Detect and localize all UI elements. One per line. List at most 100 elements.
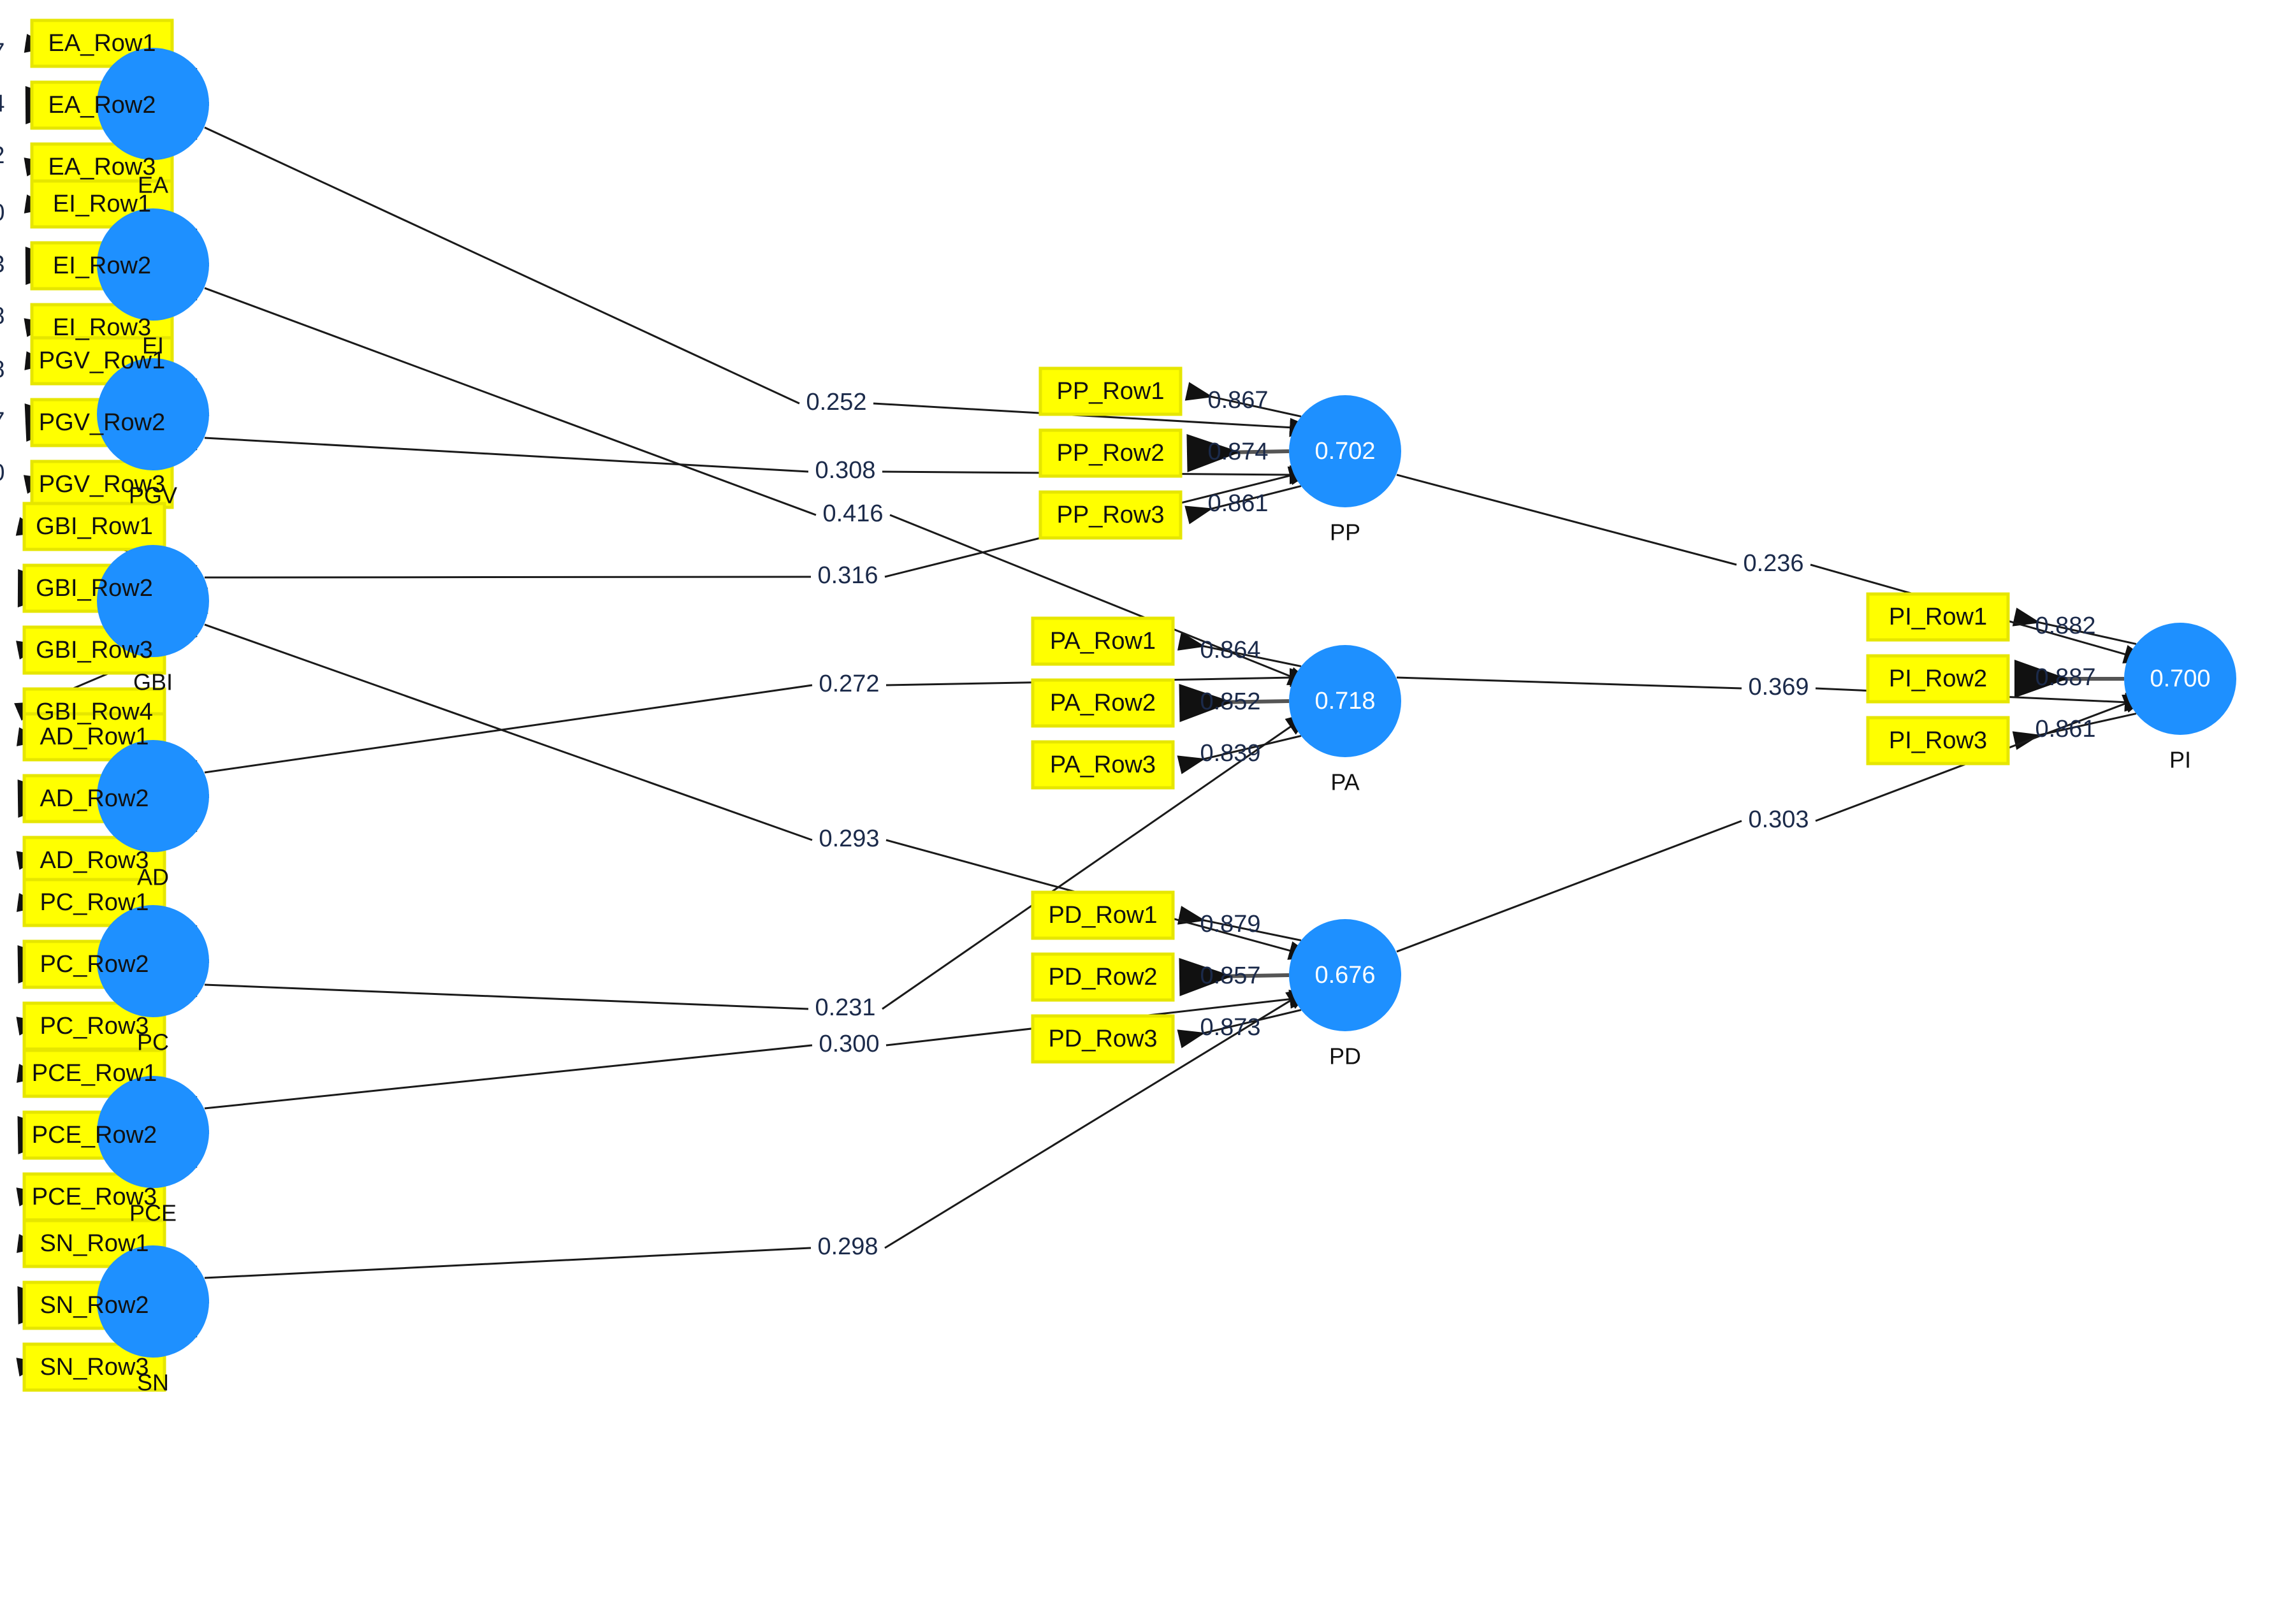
construct-circle-SN[interactable] xyxy=(97,1245,209,1358)
path-coefficient-PCE-PD: 0.300 xyxy=(819,1031,879,1057)
path-SN-to-PD-segment-in xyxy=(204,1247,812,1279)
indicator-label-PI_Row1: PI_Row1 xyxy=(1889,604,1987,630)
indicator-box-PA_Row2[interactable] xyxy=(1031,678,1175,728)
loading-arrow-PA_Row1 xyxy=(1177,632,1302,667)
node-layer xyxy=(22,18,2236,1392)
indicator-label-PP_Row3: PP_Row3 xyxy=(1057,502,1165,528)
indicator-box-PP_Row3[interactable] xyxy=(1038,490,1183,540)
construct-name-PA: PA xyxy=(1330,769,1359,795)
indicator-box-PD_Row3[interactable] xyxy=(1031,1014,1175,1064)
indicator-label-PC_Row2: PC_Row2 xyxy=(40,951,149,978)
construct-circle-EA[interactable] xyxy=(97,48,209,160)
loading-value-PI_Row1: 0.882 xyxy=(2035,613,2095,639)
loading-value-PA_Row2: 0.852 xyxy=(1200,688,1260,715)
construct-r2-PD: 0.676 xyxy=(1314,962,1375,989)
construct-circle-PC[interactable] xyxy=(97,905,209,1017)
path-coefficient-PC-PA: 0.231 xyxy=(815,994,875,1021)
construct-name-AD: AD xyxy=(137,864,169,890)
path-AD-to-PA-segment-in xyxy=(204,684,813,774)
indicator-label-PD_Row2: PD_Row2 xyxy=(1048,964,1157,990)
indicator-box-PD_Row1[interactable] xyxy=(1031,890,1175,940)
indicator-label-GBI_Row4: GBI_Row4 xyxy=(36,699,153,725)
indicator-label-PCE_Row2: PCE_Row2 xyxy=(32,1122,157,1149)
loading-value-EI_Row3: 0.908 xyxy=(0,303,5,330)
loading-value-PI_Row3: 0.861 xyxy=(2035,716,2095,743)
path-GBI-to-PD-segment-in xyxy=(204,623,813,841)
indicator-box-PP_Row2[interactable] xyxy=(1038,428,1183,478)
indicator-label-AD_Row3: AD_Row3 xyxy=(40,847,149,874)
construct-circle-PI[interactable] xyxy=(2124,623,2236,735)
path-PC-to-PA-segment-in xyxy=(204,983,809,1010)
indicator-label-AD_Row2: AD_Row2 xyxy=(40,785,149,812)
indicator-box-PA_Row1[interactable] xyxy=(1031,616,1175,666)
construct-circle-PGV[interactable] xyxy=(97,358,209,470)
indicator-box-PA_Row3[interactable] xyxy=(1031,740,1175,790)
loading-arrow-PI_Row1 xyxy=(2012,607,2137,645)
construct-name-PD: PD xyxy=(1329,1043,1361,1069)
path-coefficient-PP-PI: 0.236 xyxy=(1743,550,1803,577)
path-PGV-to-PP-segment-in xyxy=(204,437,809,473)
path-coefficient-GBI-PP: 0.316 xyxy=(817,562,878,589)
indicator-label-PA_Row2: PA_Row2 xyxy=(1050,690,1156,716)
indicator-box-PP_Row1[interactable] xyxy=(1038,366,1183,416)
indicator-box-PI_Row1[interactable] xyxy=(1866,592,2010,642)
indicator-label-PC_Row3: PC_Row3 xyxy=(40,1013,149,1040)
indicator-label-GBI_Row1: GBI_Row1 xyxy=(36,513,153,540)
indicator-box-PI_Row2[interactable] xyxy=(1866,654,2010,704)
loading-value-PGV_Row1: 0.908 xyxy=(0,356,5,383)
construct-name-PI: PI xyxy=(2169,747,2191,773)
loading-value-PP_Row2: 0.874 xyxy=(1207,439,1268,465)
indicator-label-GBI_Row2: GBI_Row2 xyxy=(36,575,153,602)
loading-value-PD_Row3: 0.873 xyxy=(1200,1014,1260,1041)
indicator-label-PI_Row3: PI_Row3 xyxy=(1889,727,1987,754)
loading-arrow-PD_Row2 xyxy=(1179,958,1290,996)
loading-arrow-PD_Row3 xyxy=(1177,1009,1302,1048)
construct-circle-PA[interactable] xyxy=(1289,645,1401,757)
indicator-box-PD_Row2[interactable] xyxy=(1031,952,1175,1002)
construct-circle-EI[interactable] xyxy=(97,208,209,321)
loading-arrow-PP_Row3 xyxy=(1184,485,1302,525)
path-EI-to-PA-segment-out xyxy=(889,514,1315,686)
loading-arrow-PP_Row2 xyxy=(1186,434,1290,472)
construct-circle-PD[interactable] xyxy=(1289,919,1401,1031)
construct-name-SN: SN xyxy=(137,1370,169,1396)
loading-arrow-PA_Row3 xyxy=(1177,735,1302,774)
loading-value-PGV_Row3: 0.900 xyxy=(0,460,5,486)
loading-value-PP_Row1: 0.867 xyxy=(1207,387,1268,414)
construct-circle-PCE[interactable] xyxy=(97,1076,209,1188)
construct-circle-AD[interactable] xyxy=(97,740,209,852)
indicator-label-PP_Row2: PP_Row2 xyxy=(1057,440,1165,467)
indicator-label-PC_Row1: PC_Row1 xyxy=(40,889,149,916)
construct-circle-PP[interactable] xyxy=(1289,395,1401,507)
path-PC-to-PA-segment-out xyxy=(882,711,1313,1010)
indicator-label-SN_Row1: SN_Row1 xyxy=(40,1230,149,1257)
construct-r2-PA: 0.718 xyxy=(1314,688,1375,714)
construct-name-PGV: PGV xyxy=(129,482,177,509)
loading-value-PD_Row2: 0.857 xyxy=(1200,962,1260,989)
path-EA-to-PP-segment-in xyxy=(204,126,800,405)
path-coefficient-PGV-PP: 0.308 xyxy=(815,457,875,484)
loading-value-EI_Row2: 0.903 xyxy=(0,251,5,278)
indicator-label-EA_Row1: EA_Row1 xyxy=(48,30,156,57)
construct-circle-GBI[interactable] xyxy=(97,545,209,657)
loading-value-EI_Row1: 0.890 xyxy=(0,199,5,226)
indicator-label-PA_Row1: PA_Row1 xyxy=(1050,628,1156,655)
path-coefficient-EA-PP: 0.252 xyxy=(806,389,866,416)
loading-value-PA_Row3: 0.839 xyxy=(1200,740,1260,767)
indicator-box-PI_Row3[interactable] xyxy=(1866,716,2010,765)
path-PA-to-PI-segment-in xyxy=(1396,676,1742,690)
loading-arrow-PP_Row1 xyxy=(1184,382,1302,417)
indicator-label-PGV_Row1: PGV_Row1 xyxy=(39,347,166,374)
construct-name-GBI: GBI xyxy=(133,669,173,695)
indicator-label-PP_Row1: PP_Row1 xyxy=(1057,378,1165,405)
construct-name-EI: EI xyxy=(142,333,164,359)
path-PCE-to-PD-segment-in xyxy=(204,1044,813,1110)
loading-value-EA_Row2: 0.904 xyxy=(0,91,5,117)
loading-value-EA_Row3: 0.882 xyxy=(0,142,5,169)
indicator-label-PA_Row3: PA_Row3 xyxy=(1050,751,1156,778)
indicator-box-GBI_Row1[interactable] xyxy=(22,502,166,551)
indicator-label-SN_Row2: SN_Row2 xyxy=(40,1292,149,1319)
path-coefficient-GBI-PD: 0.293 xyxy=(819,825,879,852)
path-coefficient-SN-PD: 0.298 xyxy=(817,1233,878,1260)
